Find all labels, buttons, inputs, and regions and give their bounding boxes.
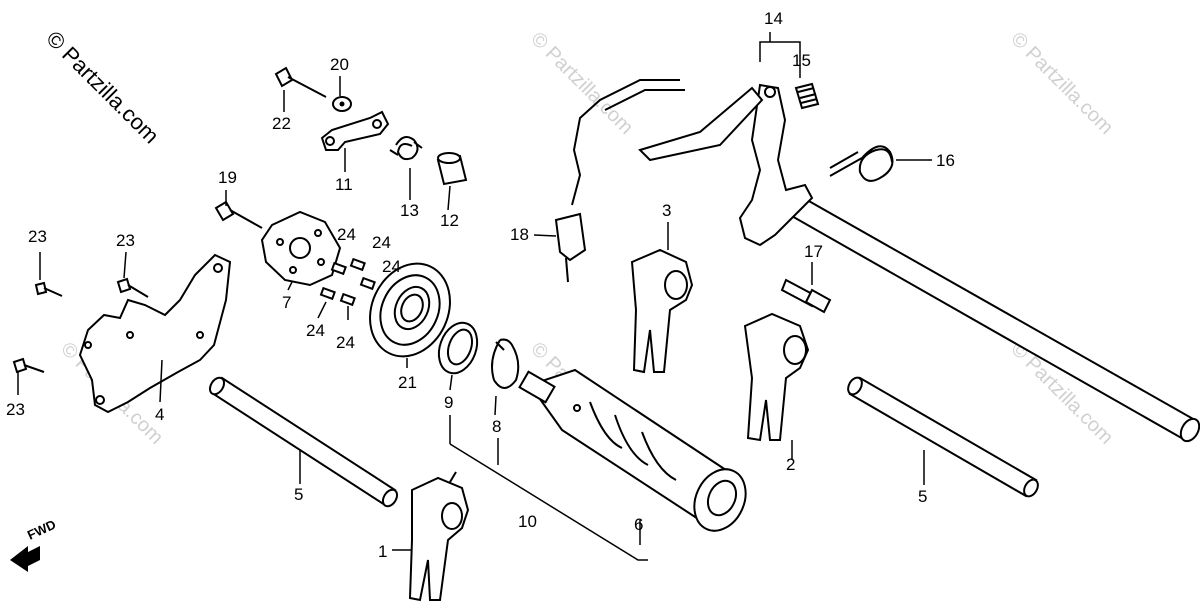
label-part-22: 22 bbox=[272, 114, 291, 133]
part-7-plate bbox=[260, 210, 342, 287]
watermark-faint: © Partzilla.com bbox=[1006, 28, 1117, 139]
part-11-arm bbox=[320, 110, 390, 151]
part-4-plate bbox=[78, 253, 232, 414]
part-9-ring bbox=[437, 321, 479, 375]
label-part-15: 15 bbox=[792, 51, 811, 70]
part-1-fork bbox=[408, 471, 470, 602]
part-23-screw-c bbox=[12, 357, 45, 374]
label-part-1: 1 bbox=[378, 542, 387, 561]
part-23-screw-b bbox=[116, 277, 149, 298]
watermark-faint: © Partzilla.com bbox=[526, 28, 637, 139]
part-19-bolt bbox=[214, 200, 263, 229]
label-part-10: 10 bbox=[518, 512, 537, 531]
label-part-2: 2 bbox=[786, 455, 795, 474]
label-part-24-a: 24 bbox=[337, 225, 356, 244]
label-part-24-e: 24 bbox=[336, 333, 355, 352]
part-20-washer bbox=[332, 96, 352, 112]
part-24-pins bbox=[319, 257, 376, 307]
label-part-7: 7 bbox=[282, 293, 291, 312]
part-labels: 1 2 3 4 5 5 6 7 8 9 10 11 12 13 14 15 16… bbox=[6, 9, 955, 561]
label-part-9: 9 bbox=[444, 393, 453, 412]
label-part-18: 18 bbox=[510, 225, 529, 244]
part-2-fork bbox=[743, 312, 810, 442]
label-part-23-b: 23 bbox=[116, 231, 135, 250]
label-part-24-c: 24 bbox=[382, 257, 401, 276]
fwd-label: FWD bbox=[25, 517, 58, 543]
part-12-collar bbox=[436, 152, 468, 186]
label-part-8: 8 bbox=[492, 417, 501, 436]
part-18-switch bbox=[554, 79, 685, 283]
label-part-14: 14 bbox=[764, 9, 783, 28]
label-part-6: 6 bbox=[634, 515, 643, 534]
watermark-main: © Partzilla.com bbox=[41, 26, 164, 149]
part-6-drum bbox=[518, 368, 747, 532]
label-part-24-d: 24 bbox=[306, 321, 325, 340]
label-part-16: 16 bbox=[936, 151, 955, 170]
leader-lines bbox=[17, 32, 932, 561]
part-3-fork bbox=[630, 248, 694, 374]
label-part-21: 21 bbox=[398, 373, 417, 392]
label-part-12: 12 bbox=[440, 211, 459, 230]
part-16-spring bbox=[829, 145, 894, 182]
label-part-4: 4 bbox=[155, 405, 164, 424]
label-part-19: 19 bbox=[218, 168, 237, 187]
part-21-bearing bbox=[369, 262, 451, 358]
part-23-screw-a bbox=[34, 281, 63, 297]
label-part-20: 20 bbox=[330, 55, 349, 74]
part-5-rod-right bbox=[847, 376, 1039, 498]
label-part-24-b: 24 bbox=[372, 233, 391, 252]
label-part-17: 17 bbox=[804, 242, 823, 261]
part-22-bolt bbox=[274, 66, 327, 98]
label-part-3: 3 bbox=[662, 201, 671, 220]
label-part-23-a: 23 bbox=[28, 227, 47, 246]
label-part-13: 13 bbox=[400, 201, 419, 220]
part-8-circlip bbox=[491, 338, 520, 389]
label-part-5-right: 5 bbox=[918, 487, 927, 506]
label-part-11: 11 bbox=[335, 175, 353, 194]
part-13-spring bbox=[389, 135, 423, 161]
part-17-stud bbox=[780, 278, 832, 314]
label-part-5-left: 5 bbox=[294, 485, 303, 504]
label-part-23-c: 23 bbox=[6, 400, 25, 419]
fwd-arrow: FWD bbox=[10, 517, 58, 572]
part-5-rod-left bbox=[208, 376, 399, 508]
part-15-plunger bbox=[794, 82, 820, 110]
part-14-shift-shaft bbox=[638, 83, 1200, 443]
